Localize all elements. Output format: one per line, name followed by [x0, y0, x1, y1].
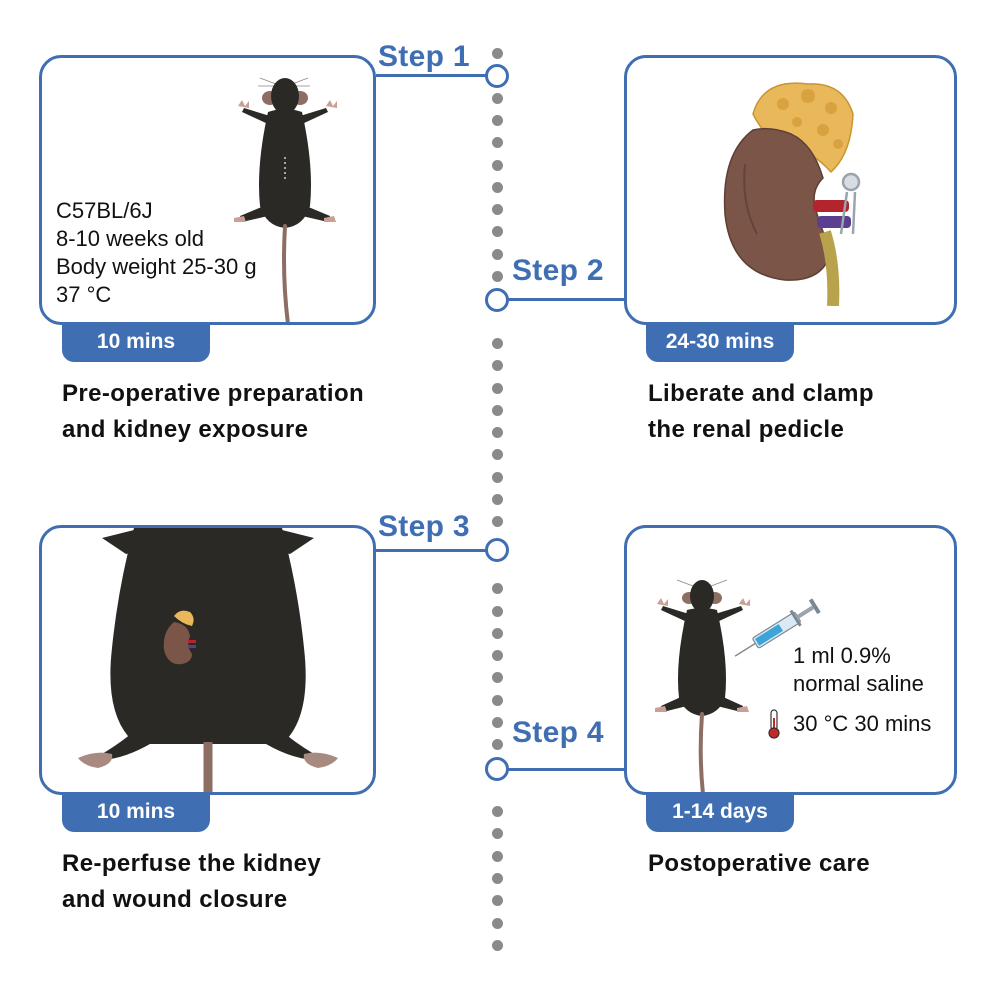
step2-node	[485, 288, 509, 312]
timeline-dot	[492, 494, 503, 505]
step1-caption: Pre-operative preparation and kidney exp…	[62, 376, 364, 448]
kidney-clamp-icon	[723, 82, 861, 306]
timeline-dot	[492, 650, 503, 661]
timeline-dot	[492, 672, 503, 683]
timeline-dot	[492, 628, 503, 639]
mouse-prone-icon	[234, 77, 337, 322]
step2-label: Step 2	[512, 254, 604, 287]
step4-duration-badge: 1-14 days	[646, 792, 794, 832]
saline-type: normal saline	[793, 671, 924, 696]
step1-connector	[376, 74, 486, 77]
mouse-injection-icon	[655, 579, 750, 792]
timeline-dot	[492, 516, 503, 527]
timeline-dot	[492, 405, 503, 416]
timeline-dot	[492, 226, 503, 237]
step4-node	[485, 757, 509, 781]
timeline-dot	[492, 427, 503, 438]
timeline-dot	[492, 160, 503, 171]
timeline-dot	[492, 137, 503, 148]
step4-label: Step 4	[512, 716, 604, 749]
timeline-dot	[492, 583, 503, 594]
timeline-dot	[492, 918, 503, 929]
timeline-dot	[492, 717, 503, 728]
step3-label: Step 3	[378, 510, 470, 543]
timeline-dot	[492, 695, 503, 706]
mouse-kidney-exposed-icon	[78, 528, 338, 792]
step1-card: C57BL/6J 8-10 weeks old Body weight 25-3…	[39, 55, 376, 325]
step2-connector	[508, 298, 626, 301]
timeline-dot	[492, 360, 503, 371]
timeline-dot	[492, 806, 503, 817]
step1-label: Step 1	[378, 40, 470, 73]
mouse-temperature: 37 °C	[56, 282, 112, 307]
timeline-dot	[492, 606, 503, 617]
step4-caption-line1: Postoperative care	[648, 850, 870, 877]
mouse-info: C57BL/6J 8-10 weeks old Body weight 25-3…	[56, 197, 257, 309]
mouse-strain: C57BL/6J	[56, 198, 153, 223]
step4-caption: Postoperative care	[648, 846, 870, 882]
step3-node	[485, 538, 509, 562]
step3-caption-line1: Re-perfuse the kidney	[62, 850, 322, 877]
timeline-dot	[492, 204, 503, 215]
timeline-dot	[492, 93, 503, 104]
step3-caption-line2: and wound closure	[62, 886, 288, 913]
saline-volume: 1 ml 0.9%	[793, 643, 891, 668]
step4-connector	[508, 768, 626, 771]
step1-caption-line1: Pre-operative preparation	[62, 380, 365, 407]
step3-caption: Re-perfuse the kidney and wound closure	[62, 846, 321, 918]
timeline-dot	[492, 828, 503, 839]
step2-caption: Liberate and clamp the renal pedicle	[648, 376, 874, 448]
timeline-dot	[492, 895, 503, 906]
step1-duration-badge: 10 mins	[62, 322, 210, 362]
step2-card	[624, 55, 957, 325]
step1-node	[485, 64, 509, 88]
timeline-dot	[492, 115, 503, 126]
saline-injection-text: 1 ml 0.9% normal saline	[793, 642, 924, 698]
timeline-dot	[492, 851, 503, 862]
step1-caption-line2: and kidney exposure	[62, 416, 309, 443]
timeline-dot	[492, 48, 503, 59]
warming-text: 30 °C 30 mins	[793, 711, 932, 736]
step3-card	[39, 525, 376, 795]
mouse-age: 8-10 weeks old	[56, 226, 204, 251]
step2-caption-line2: the renal pedicle	[648, 416, 845, 443]
thermometer-icon	[768, 709, 780, 739]
syringe-icon	[734, 598, 821, 657]
timeline-dot	[492, 472, 503, 483]
timeline-dot	[492, 383, 503, 394]
step2-caption-line1: Liberate and clamp	[648, 380, 874, 407]
timeline-dot	[492, 940, 503, 951]
timeline-dot	[492, 739, 503, 750]
timeline-dot	[492, 249, 503, 260]
timeline-dot	[492, 182, 503, 193]
timeline-dot	[492, 449, 503, 460]
mouse-weight: Body weight 25-30 g	[56, 254, 257, 279]
timeline-dot	[492, 338, 503, 349]
step2-duration-badge: 24-30 mins	[646, 322, 794, 362]
step3-connector	[376, 549, 486, 552]
timeline-dot	[492, 271, 503, 282]
timeline-dot	[492, 873, 503, 884]
step4-card: 1 ml 0.9% normal saline 30 °C 30 mins	[624, 525, 957, 795]
step3-duration-badge: 10 mins	[62, 792, 210, 832]
